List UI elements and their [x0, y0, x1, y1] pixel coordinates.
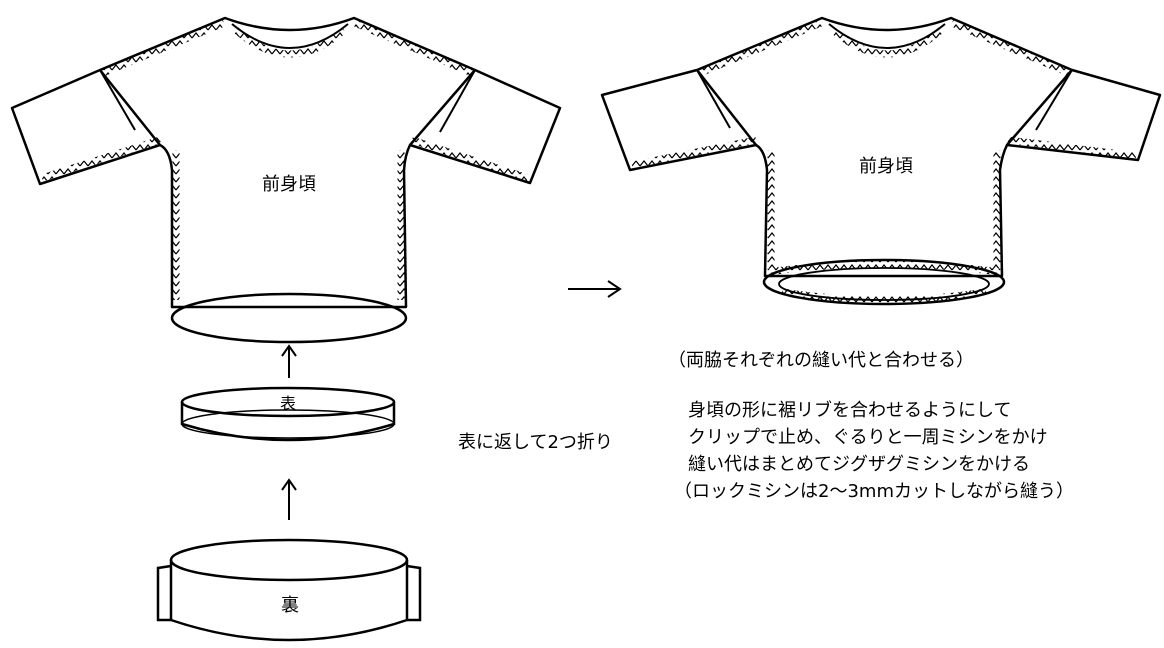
fold-note: 表に返して2つ折り — [458, 432, 613, 453]
arrow-up-2 — [281, 478, 297, 520]
instruction-line: クリップで止め、ぐるりと一周ミシンをかけ — [688, 427, 1048, 448]
side-seam-note: （両脇それぞれの縫い代と合わせる） — [668, 350, 974, 371]
right-sleeve-l — [600, 68, 757, 172]
instruction-line: 縫い代はまとめてジグザグミシンをかける — [688, 454, 1030, 475]
instructions: 身頃の形に裾リブを合わせるようにして クリップで止め、ぐるりと一周ミシンをかけ … — [674, 397, 1074, 505]
instruction-line: 身頃の形に裾リブを合わせるようにして — [688, 400, 1012, 421]
front-body-label-right: 前身頃 — [859, 156, 913, 177]
left-hem-opening — [170, 292, 408, 344]
right-tshirt-body-outline — [695, 16, 1074, 278]
right-band-outer — [762, 258, 1006, 306]
arrow-up-1 — [281, 344, 297, 378]
left-tshirt-body-outline — [98, 16, 477, 309]
left-sleeve-l — [10, 68, 161, 186]
left-sleeve-r — [409, 68, 562, 185]
up-arrows — [281, 344, 297, 520]
instruction-line: （ロックミシンは2～3mmカットしながら縫う） — [674, 481, 1074, 502]
band-inside-label: 裏 — [281, 595, 299, 616]
left-zigzag-stitches — [40, 19, 530, 300]
right-zigzag-stitches — [631, 19, 1137, 304]
open-band — [156, 538, 422, 642]
left-tshirt — [10, 16, 562, 344]
front-body-label-left: 前身頃 — [262, 174, 316, 195]
folded-band — [180, 386, 396, 442]
band-outside-label: 表 — [279, 394, 297, 413]
arrow-right — [568, 280, 622, 298]
right-sleeve-r — [1006, 68, 1162, 162]
